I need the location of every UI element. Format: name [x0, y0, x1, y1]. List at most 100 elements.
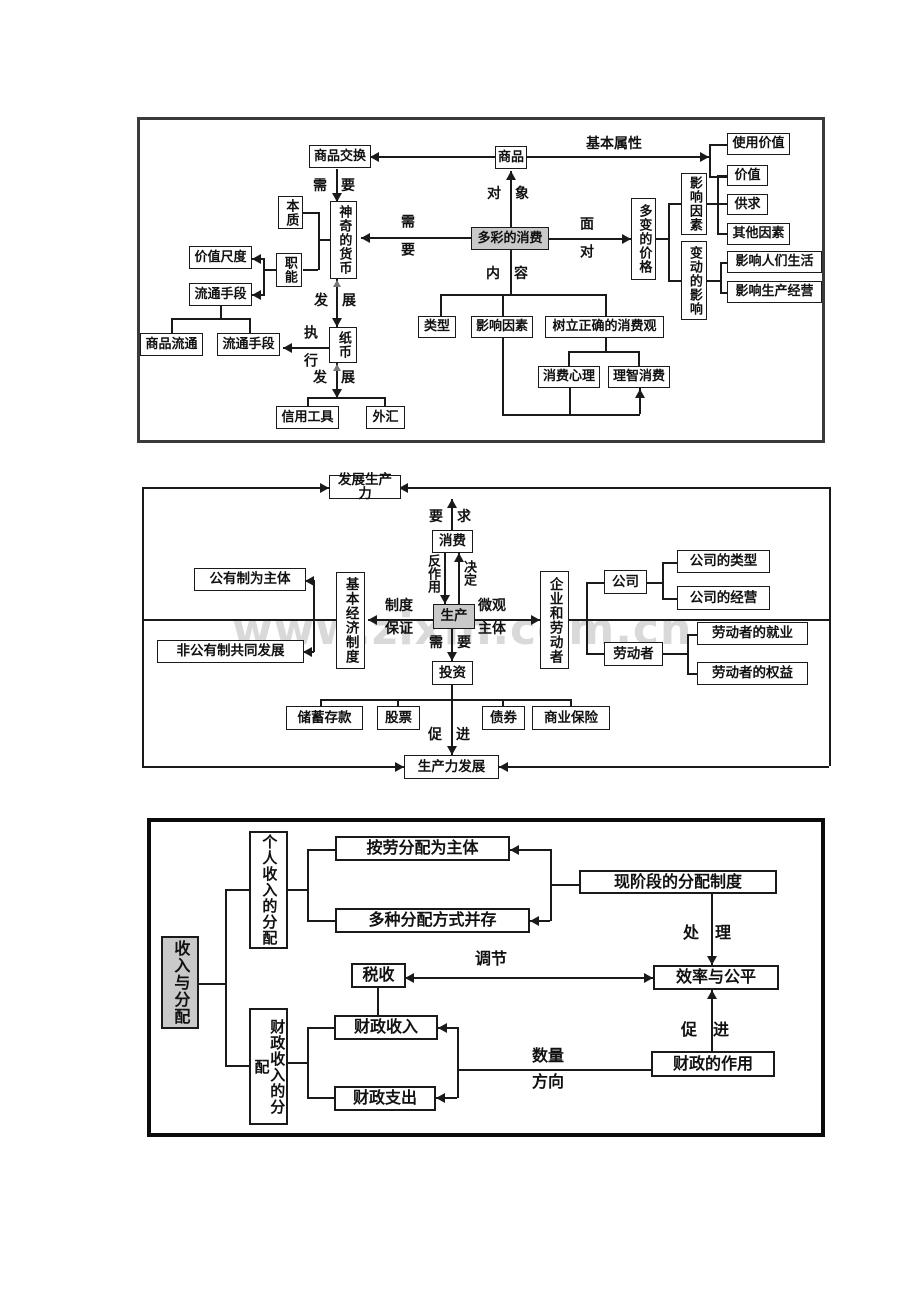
- connector-line: [709, 144, 711, 177]
- connector-line: [720, 262, 727, 264]
- connector-line: [225, 1065, 249, 1067]
- connector-line: [336, 169, 338, 202]
- connector-line: [717, 175, 727, 177]
- edge-label-miandui: 面 对: [578, 216, 594, 258]
- connector-line: [444, 553, 446, 605]
- connector-line: [307, 397, 385, 399]
- arrowhead: [707, 990, 717, 999]
- connector-line: [288, 889, 308, 891]
- connector-line: [656, 238, 668, 240]
- node-zhineng: 职能: [276, 253, 302, 287]
- connector-line: [142, 487, 144, 766]
- connector-line: [662, 562, 664, 600]
- node-duozhong-fenpei-fangshi-bingcun: 多种分配方式并存: [335, 908, 530, 933]
- edge-label-shuliang-fangxiang: 数量 方向: [532, 1046, 565, 1091]
- connector-line: [225, 889, 249, 891]
- connector-line: [709, 144, 727, 146]
- arrowhead: [635, 389, 645, 398]
- connector-line: [662, 598, 677, 600]
- node-liutong-shouduan-2: 流通手段: [217, 333, 280, 356]
- connector-line: [263, 258, 265, 296]
- node-lizhi-xiaofei: 理智消费: [608, 366, 670, 388]
- node-gongyouzhi-wei-zhuti: 公有制为主体: [194, 568, 306, 591]
- connector-line: [502, 294, 504, 317]
- connector-line: [668, 203, 681, 205]
- connector-line: [605, 338, 607, 351]
- node-caizheng-zhichu: 财政支出: [334, 1086, 436, 1111]
- node-xianjieduan-de-fenpei-zhidu: 现阶段的分配制度: [579, 870, 777, 894]
- arrowhead: [333, 364, 341, 371]
- node-shengchan: 生产: [433, 604, 475, 629]
- arrowhead: [303, 647, 312, 657]
- node-shangpin-jiaohuan: 商品交换: [309, 145, 371, 168]
- node-duocai-de-xiaofei: 多彩的消费: [471, 227, 549, 250]
- connector-line: [586, 653, 604, 655]
- connector-line: [307, 849, 335, 851]
- connector-line: [570, 699, 572, 707]
- connector-line: [668, 203, 670, 281]
- connector-line: [711, 894, 713, 965]
- edge-label-fanzuoyong: 反作用: [425, 554, 440, 593]
- edge-label-zhidu-baozheng: 制度 保证: [385, 598, 413, 638]
- edge-label-yaoqiu: 要 求: [429, 509, 471, 525]
- connector-line: [440, 294, 442, 317]
- connector-line: [527, 156, 709, 158]
- edge-label-xuyao-1: 需 要: [313, 178, 355, 194]
- node-laodongzhe-de-quanyi: 劳动者的权益: [697, 662, 808, 685]
- node-jiazhi-chidu: 价值尺度: [189, 246, 252, 269]
- connector-line: [569, 619, 829, 621]
- edge-label-xuyao: 需 要: [429, 635, 471, 651]
- connector-line: [502, 699, 504, 707]
- connector-line: [457, 1069, 651, 1071]
- node-shouru-yu-fenpei: 收入与分配: [161, 936, 199, 1029]
- arrowhead: [305, 576, 314, 586]
- connector-line: [320, 699, 322, 707]
- connector-line: [307, 1027, 334, 1029]
- connector-line: [171, 318, 173, 334]
- connector-line: [318, 239, 331, 241]
- node-zhibi: 纸币: [329, 327, 357, 363]
- node-gongsi: 公司: [604, 570, 647, 594]
- connector-line: [711, 990, 713, 1051]
- connector-line: [706, 280, 720, 282]
- node-jiben-jingji-zhidu: 基本经济制度: [336, 572, 365, 669]
- connector-line: [639, 388, 641, 414]
- connector-line: [663, 653, 688, 655]
- node-shangye-baoxian: 商业保险: [532, 706, 610, 730]
- connector-line: [451, 685, 453, 756]
- node-fazhan-shengchanli: 发展生产力: [329, 473, 401, 501]
- connector-line: [199, 983, 226, 985]
- connector-line: [720, 262, 722, 293]
- connector-line: [549, 238, 631, 240]
- node-gongsi-de-jingying: 公司的经营: [677, 586, 770, 610]
- arrowhead: [499, 762, 508, 772]
- connector-line: [440, 294, 605, 296]
- arrowhead: [399, 483, 408, 493]
- connector-line: [303, 212, 318, 214]
- arrowhead: [368, 615, 377, 625]
- diagram-panel-economy-money-consumption: [137, 117, 825, 443]
- arrowhead: [440, 595, 450, 604]
- edge-label-jiben-shuxing: 基本属性: [586, 136, 642, 152]
- node-touzi: 投资: [432, 661, 473, 685]
- connector-line: [687, 634, 697, 636]
- node-xiaofei-xinli: 消费心理: [538, 366, 600, 388]
- arrowhead: [332, 318, 342, 327]
- connector-line: [288, 1062, 308, 1064]
- connector-line: [647, 582, 663, 584]
- connector-line: [307, 1027, 309, 1098]
- connector-line: [717, 175, 719, 235]
- connector-line: [706, 203, 717, 205]
- node-gupiao: 股票: [377, 706, 420, 730]
- arrowhead: [530, 916, 539, 926]
- node-laodongzhe: 劳动者: [604, 642, 663, 666]
- connector-line: [451, 499, 453, 531]
- arrowhead: [436, 1093, 445, 1103]
- connector-line: [550, 884, 579, 886]
- arrowhead: [405, 973, 414, 983]
- connector-line: [638, 351, 640, 367]
- arrowhead: [252, 290, 261, 300]
- connector-line: [586, 582, 604, 584]
- node-yingxiang-yinsu-1: 影响因素: [681, 173, 707, 235]
